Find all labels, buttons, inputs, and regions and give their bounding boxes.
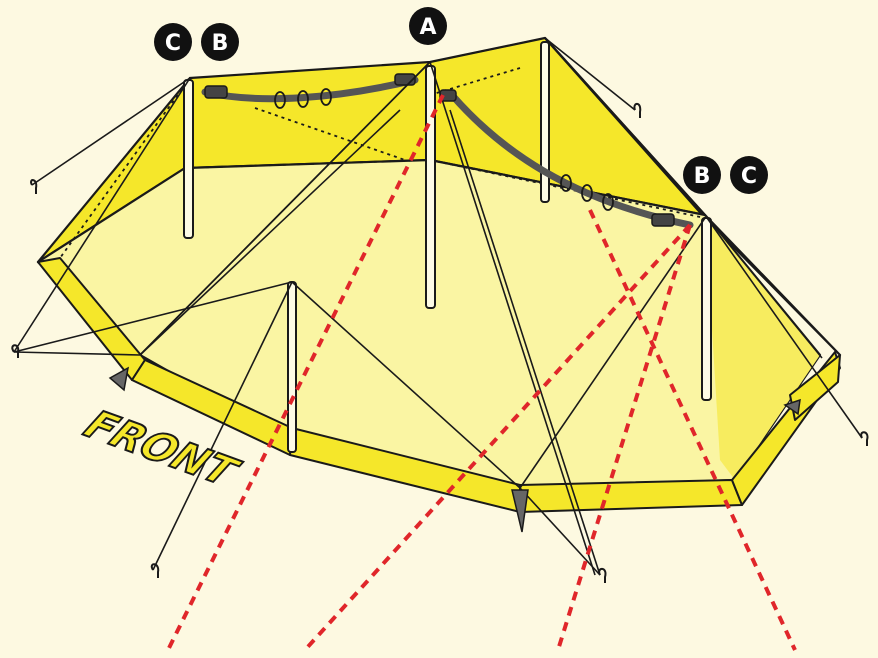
- marker-b-left: B: [201, 23, 239, 61]
- stake-front-right: [598, 567, 607, 583]
- chain-end-clamps: [204, 73, 675, 227]
- circle-letter-icon: [683, 156, 721, 194]
- marker-c-left-label: C: [165, 31, 181, 56]
- marker-b-right-label: B: [694, 164, 711, 189]
- chain-icon: [274, 88, 614, 211]
- stake-back-right: [633, 102, 642, 118]
- poles: [183, 41, 712, 453]
- seam-back-left: [184, 159, 431, 169]
- pole-right: [701, 217, 712, 401]
- seam-back-right: [429, 159, 706, 219]
- ridge-chains: [201, 73, 694, 229]
- circle-letter-icon: [154, 23, 192, 61]
- marker-a-label: A: [419, 15, 436, 40]
- pole-left-back: [183, 79, 194, 239]
- seam-left-edge: [59, 77, 191, 259]
- pole-front: [287, 281, 297, 453]
- marker-c-right-label: C: [741, 164, 757, 189]
- guide-line-1: [166, 94, 445, 651]
- circle-letter-icon: [730, 156, 768, 194]
- guy-lines: [13, 37, 863, 576]
- marker-c-left: C: [154, 23, 192, 61]
- guide-line-4: [588, 209, 797, 651]
- pole-center: [425, 65, 436, 309]
- marker-c-right: C: [730, 156, 768, 194]
- marker-a: A: [409, 7, 447, 45]
- stake-front-left: [150, 563, 160, 578]
- circle-letter-icon: [409, 7, 447, 45]
- alignment-guides: [166, 94, 797, 652]
- guide-line-3: [556, 224, 692, 651]
- stake-left-upper: [30, 179, 38, 194]
- anchor-right: [783, 398, 801, 416]
- corner-anchors: [108, 366, 801, 533]
- stake-icon: [11, 102, 869, 583]
- stake-left-lower: [11, 344, 20, 358]
- ridge-chain-right: [448, 91, 694, 229]
- pole-right-back: [540, 41, 550, 203]
- stake-right: [860, 431, 869, 446]
- seam-diagonal-left: [254, 107, 406, 161]
- right-interior-shade: [705, 215, 820, 480]
- marker-b-left-label: B: [212, 31, 229, 56]
- anchor-left: [108, 366, 130, 392]
- tent-body: [36, 36, 842, 513]
- circle-letter-icon: [201, 23, 239, 61]
- marker-b-right: B: [683, 156, 721, 194]
- wall-band-front-right: [519, 479, 743, 513]
- anchor-front: [511, 489, 529, 533]
